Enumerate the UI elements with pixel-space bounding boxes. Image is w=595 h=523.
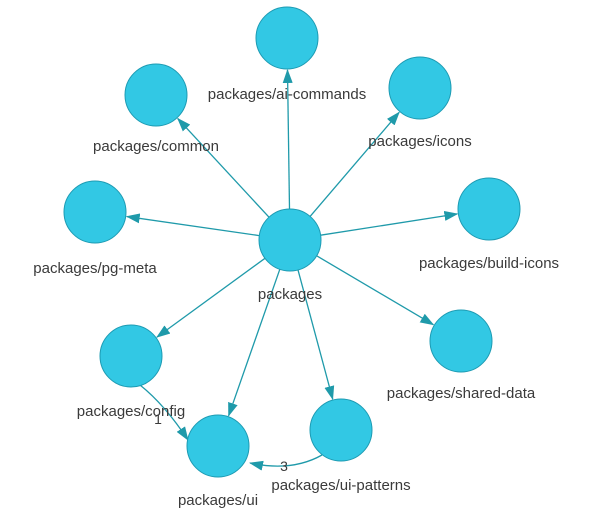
node-pg-meta[interactable] [63,180,127,244]
nodes-layer [63,6,521,478]
edge-config-to-ui [139,384,189,441]
node-icons[interactable] [388,56,452,120]
edge-packages-to-ui-patterns [297,269,335,401]
node-label-icons: packages/icons [368,133,471,150]
node-ai-commands[interactable] [255,6,319,70]
edge-packages-to-ui [227,269,281,417]
labels-layer: 1 3 packages packages/ai-commands packages/c… [33,86,559,509]
edge-packages-to-common [177,117,270,218]
edge-ui-patterns-to-ui [249,454,323,471]
edge-label-ui-patterns-to-ui: 3 [280,458,288,474]
node-common[interactable] [124,63,188,127]
edge-packages-to-config [156,257,266,338]
node-label-ui-patterns: packages/ui-patterns [271,477,410,494]
node-ui[interactable] [186,414,250,478]
node-label-ui: packages/ui [178,492,258,509]
node-label-packages: packages [258,286,322,303]
node-config[interactable] [99,324,163,388]
node-label-build-icons: packages/build-icons [419,255,559,272]
node-label-pg-meta: packages/pg-meta [33,260,157,277]
edges-layer [125,69,459,471]
edge-packages-to-ai-commands [282,69,293,210]
node-label-config: packages/config [77,403,185,420]
edge-packages-to-build-icons [320,210,459,236]
node-label-shared-data: packages/shared-data [387,385,536,402]
edge-packages-to-icons [309,111,400,217]
edge-packages-to-shared-data [316,255,435,326]
node-packages[interactable] [258,208,322,272]
node-label-common: packages/common [93,138,219,155]
node-shared-data[interactable] [429,309,493,373]
node-label-ai-commands: packages/ai-commands [208,86,366,103]
edge-packages-to-pg-meta [125,213,260,237]
node-ui-patterns[interactable] [309,398,373,462]
edge-label-config-to-ui: 1 [154,411,162,427]
node-build-icons[interactable] [457,177,521,241]
